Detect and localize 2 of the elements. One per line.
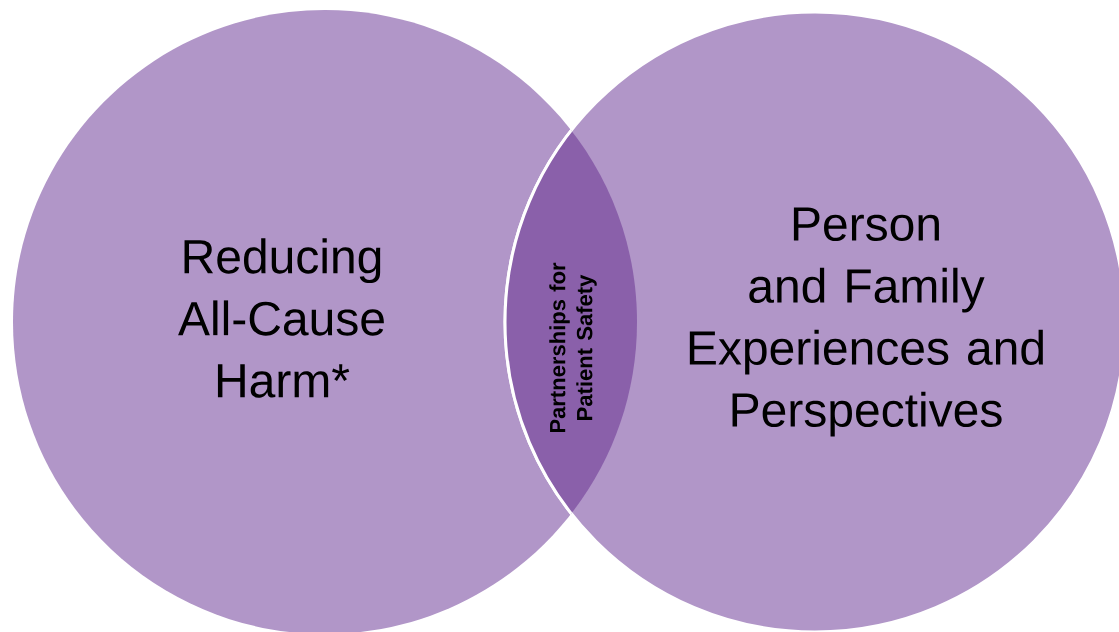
node-label: Person and Family Experiences and Perspectives [689,207,1043,437]
overlap-lens: Partnerships for Patient Safety [549,262,597,433]
